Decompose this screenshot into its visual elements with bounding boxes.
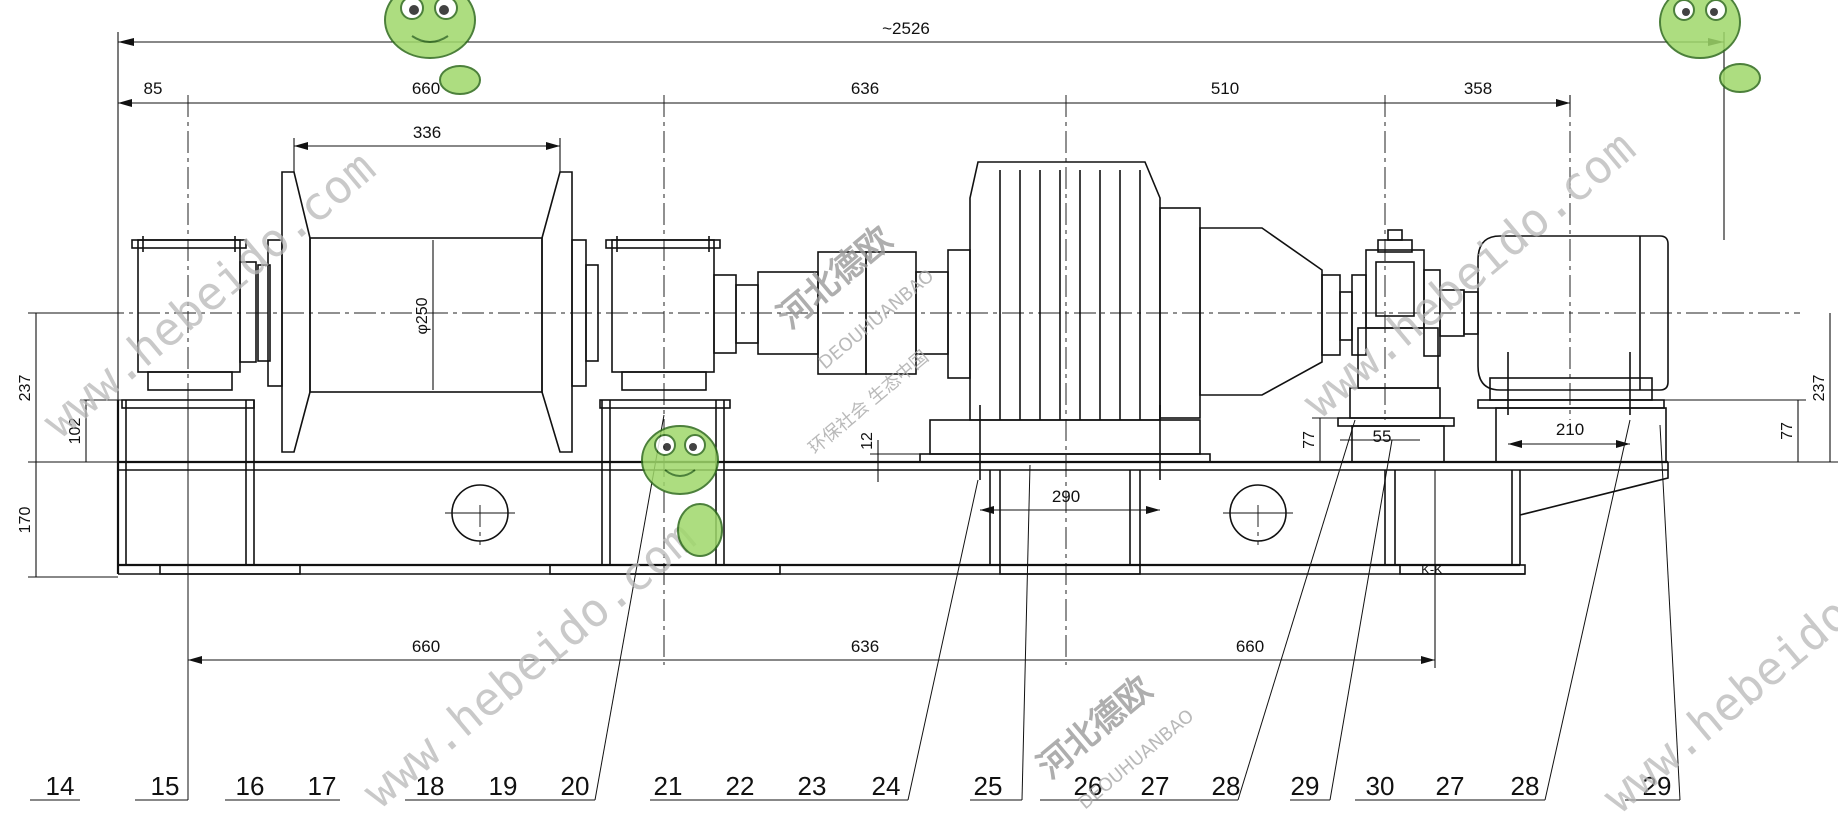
base-frame (116, 400, 1669, 575)
dim-drum-diameter: φ250 (414, 297, 431, 334)
part-number-21: 21 (654, 771, 683, 801)
dimension-lines (28, 32, 1838, 668)
high-speed-coupling (1337, 229, 1465, 463)
part-number-27: 27 (1141, 771, 1170, 801)
part-number-28: 28 (1212, 771, 1241, 801)
dim-gap-12: 12 (859, 432, 876, 450)
part-number-14: 14 (46, 771, 75, 801)
frog-mascot-icon (384, 0, 481, 95)
part-number-15: 15 (151, 771, 180, 801)
dim-right-77: 77 (1779, 422, 1796, 440)
frog-mascot-icon (1659, 0, 1761, 93)
dim-top-660: 660 (412, 79, 440, 98)
part-number-22: 22 (726, 771, 755, 801)
middle-bearing-block (599, 236, 737, 409)
dim-top-636: 636 (851, 79, 879, 98)
part-number-16: 16 (236, 771, 265, 801)
dim-top-358: 358 (1464, 79, 1492, 98)
dim-coupling-77: 77 (1301, 431, 1318, 449)
dim-left-102: 102 (67, 418, 84, 445)
part-number-17: 17 (308, 771, 337, 801)
watermark-url-4: www.hebeido.com (1592, 515, 1838, 817)
dim-bottom-660-right: 660 (1236, 637, 1264, 656)
dim-left-237: 237 (17, 375, 34, 402)
part-number-19: 19 (489, 771, 518, 801)
dim-base-290: 290 (1052, 487, 1080, 506)
watermarks: www.hebeido.com www.hebeido.com www.hebe… (32, 120, 1838, 817)
part-number-18: 18 (416, 771, 445, 801)
part-number-30: 30 (1366, 771, 1395, 801)
dim-drum-length: 336 (413, 123, 441, 142)
part-number-20: 20 (561, 771, 590, 801)
watermark-url-2: www.hebeido.com (1292, 120, 1645, 428)
watermark-url-1: www.hebeido.com (32, 140, 385, 448)
watermark-url-3: www.hebeido.com (352, 510, 705, 817)
dim-coupling-55: 55 (1373, 427, 1392, 446)
part-number-25: 25 (974, 771, 1003, 801)
part-number-29: 29 (1291, 771, 1320, 801)
shaft-coupling (735, 251, 949, 375)
dim-top-85: 85 (144, 79, 163, 98)
dim-bottom-660-left: 660 (412, 637, 440, 656)
motor (1463, 235, 1669, 463)
part-number-23: 23 (798, 771, 827, 801)
leader-lines (30, 395, 1681, 801)
dim-top-510: 510 (1211, 79, 1239, 98)
dim-bottom-636: 636 (851, 637, 879, 656)
section-mark: K-K (1421, 562, 1443, 577)
part-numbers: 14 15 16 17 18 19 20 21 22 23 24 25 26 2… (46, 771, 1672, 801)
dim-motor-210: 210 (1556, 420, 1584, 439)
dim-right-237: 237 (1811, 375, 1828, 402)
part-number-28b: 28 (1511, 771, 1540, 801)
reducer (919, 161, 1353, 480)
dim-left-170: 170 (17, 507, 34, 534)
part-number-24: 24 (872, 771, 901, 801)
dim-overall: ~2526 (882, 19, 930, 38)
dimension-text: ~2526 85 660 636 510 358 336 φ250 660 63… (17, 19, 1828, 656)
part-number-29b: 29 (1643, 771, 1672, 801)
part-number-27b: 27 (1436, 771, 1465, 801)
part-number-26: 26 (1074, 771, 1103, 801)
frog-mascot-icon (641, 425, 723, 557)
